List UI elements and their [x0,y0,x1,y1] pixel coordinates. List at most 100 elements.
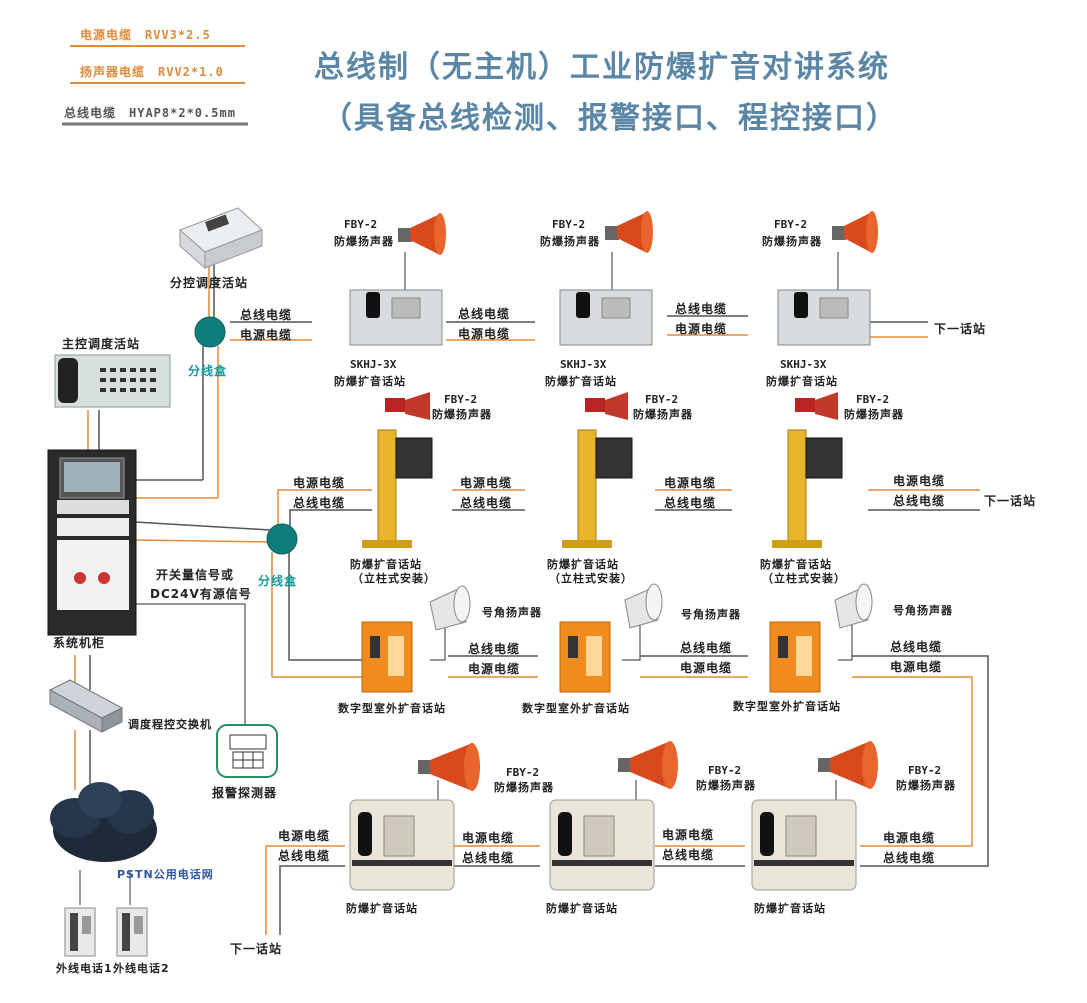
horn-speaker-1-icon [429,585,471,631]
next-station-label: 下一话站 [230,942,283,956]
ex-pa-station-label: 防爆扩音话站 [346,902,418,915]
cable-label-bus: 总线电缆 [675,302,728,316]
fby-speaker-label: 防爆扬声器 [334,235,394,248]
cable-label-power: 电源电缆 [662,828,715,842]
cable-label-power: 电源电缆 [462,831,515,845]
fby-speaker-label: 防爆扬声器 [432,408,492,421]
fby-model-label: FBY-2 [908,764,942,777]
fby-speaker-2-icon [605,211,653,253]
fby-speaker-label: 防爆扬声器 [494,781,554,794]
ext-phone-2-label: 外线电话2 [113,962,170,975]
cable-label-power: 电源电缆 [893,474,946,488]
horn-speaker-label: 号角扬声器 [681,608,741,621]
pbx-label: 调度程控交换机 [128,718,212,731]
cabinet-label: 系统机柜 [53,636,106,650]
ex-station-3-icon [751,799,857,891]
ex-pa-station-label: 防爆扩音话站 [334,375,406,388]
cable-label-bus: 总线电缆 [664,496,717,510]
ex-pa-station-label: 防爆扩音话站 [546,902,618,915]
ex-station-1-icon [349,799,455,891]
cable-label-bus: 总线电缆 [462,851,515,865]
pillar-station-label: 防爆扩音话站 [547,558,619,571]
fby-speaker-label: 防爆扬声器 [696,779,756,792]
page-subtitle: （具备总线检测、报警接口、程控接口） [322,101,898,136]
cable-label-bus: 总线电缆 [278,849,331,863]
fby-speaker-label: 防爆扬声器 [633,408,693,421]
fby-model-label: FBY-2 [856,393,890,406]
ex-pa-station-label: 防爆扩音话站 [754,902,826,915]
fby-speaker-1-icon [398,213,446,255]
sub-control-station-icon [179,207,263,270]
fby-speaker-5-icon [618,741,678,789]
horn-speaker-2-icon [624,583,663,629]
horn-speaker-3-icon [834,583,873,629]
cable-label-power: 电源电缆 [680,661,733,675]
digital-station-label: 数字型室外扩音话站 [522,702,630,715]
main-station-label: 主控调度活站 [62,337,141,351]
pstn-cloud-icon [50,782,157,862]
pillar-station-label: 防爆扩音话站 [760,558,832,571]
cable-label-bus: 总线电缆 [240,308,293,322]
switch-signal-label-1: 开关量信号或 [156,568,235,582]
cable-label-power: 电源电缆 [460,476,513,490]
cable-label-power: 电源电缆 [664,476,717,490]
fby-speaker-3-icon [832,211,878,253]
digital-station-3-icon [769,621,821,693]
cable-label-power: 电源电缆 [458,327,511,341]
digital-station-label: 数字型室外扩音话站 [338,702,446,715]
ex-pa-station-label: 防爆扩音话站 [545,375,617,388]
main-control-station-icon [54,354,171,408]
cable-label-power: 电源电缆 [468,662,521,676]
fby-speaker-4-icon [418,743,480,791]
system-cabinet-icon [47,449,137,636]
ext-phone-1-label: 外线电话1 [56,962,113,975]
junction-box-1 [194,316,226,348]
cable-label-bus: 总线电缆 [890,640,943,654]
skhj-model-label: SKHJ-3X [560,358,607,371]
ex-pa-station-label: 防爆扩音话站 [766,375,838,388]
cable-label-power: 电源电缆 [278,829,331,843]
pillar-station-label: 防爆扩音话站 [350,558,422,571]
cable-label-bus: 总线电缆 [662,848,715,862]
fby-model-label: FBY-2 [552,218,586,231]
junction-1-label: 分线盒 [188,364,228,378]
pstn-label: PSTN公用电话网 [117,868,214,881]
cable-label-bus: 总线电缆 [293,496,346,510]
fby-speaker-6-icon [818,741,878,789]
fby-model-label: FBY-2 [645,393,679,406]
external-phone-1-icon [64,907,96,957]
legend-bus: 总线电缆 HYAP8*2*0.5mm [64,106,236,120]
cable-label-power: 电源电缆 [240,328,293,342]
junction-2-label: 分线盒 [258,574,298,588]
horn-speaker-label: 号角扬声器 [893,604,953,617]
fby-model-label: FBY-2 [444,393,478,406]
skhj-station-3-icon [777,289,871,346]
fby-speaker-label: 防爆扬声器 [896,779,956,792]
fby-model-label: FBY-2 [506,766,540,779]
external-phone-2-icon [116,907,148,957]
cable-label-bus: 总线电缆 [883,851,936,865]
skhj-station-2-icon [559,289,653,346]
pillar-station-sublabel: （立柱式安装） [762,572,846,585]
cable-label-bus: 总线电缆 [468,642,521,656]
skhj-model-label: SKHJ-3X [350,358,397,371]
alarm-detector-icon [216,724,278,778]
legend-speaker: 扬声器电缆 RVV2*1.0 [80,65,224,79]
next-station-label: 下一话站 [934,322,987,336]
cable-label-power: 电源电缆 [890,660,943,674]
alarm-detector-label: 报警探测器 [212,786,278,800]
cable-label-power: 电源电缆 [293,476,346,490]
fby-model-label: FBY-2 [774,218,808,231]
ex-station-2-icon [549,799,655,891]
cable-label-bus: 总线电缆 [680,641,733,655]
cable-label-power: 电源电缆 [883,831,936,845]
pillar-station-1-icon [362,392,433,548]
next-station-label: 下一话站 [984,494,1037,508]
digital-station-label: 数字型室外扩音话站 [733,700,841,713]
cable-label-bus: 总线电缆 [460,496,513,510]
page-title: 总线制（无主机）工业防爆扩音对讲系统 [314,50,890,85]
fby-model-label: FBY-2 [708,764,742,777]
skhj-station-1-icon [349,289,443,346]
pillar-station-3-icon [772,392,843,548]
